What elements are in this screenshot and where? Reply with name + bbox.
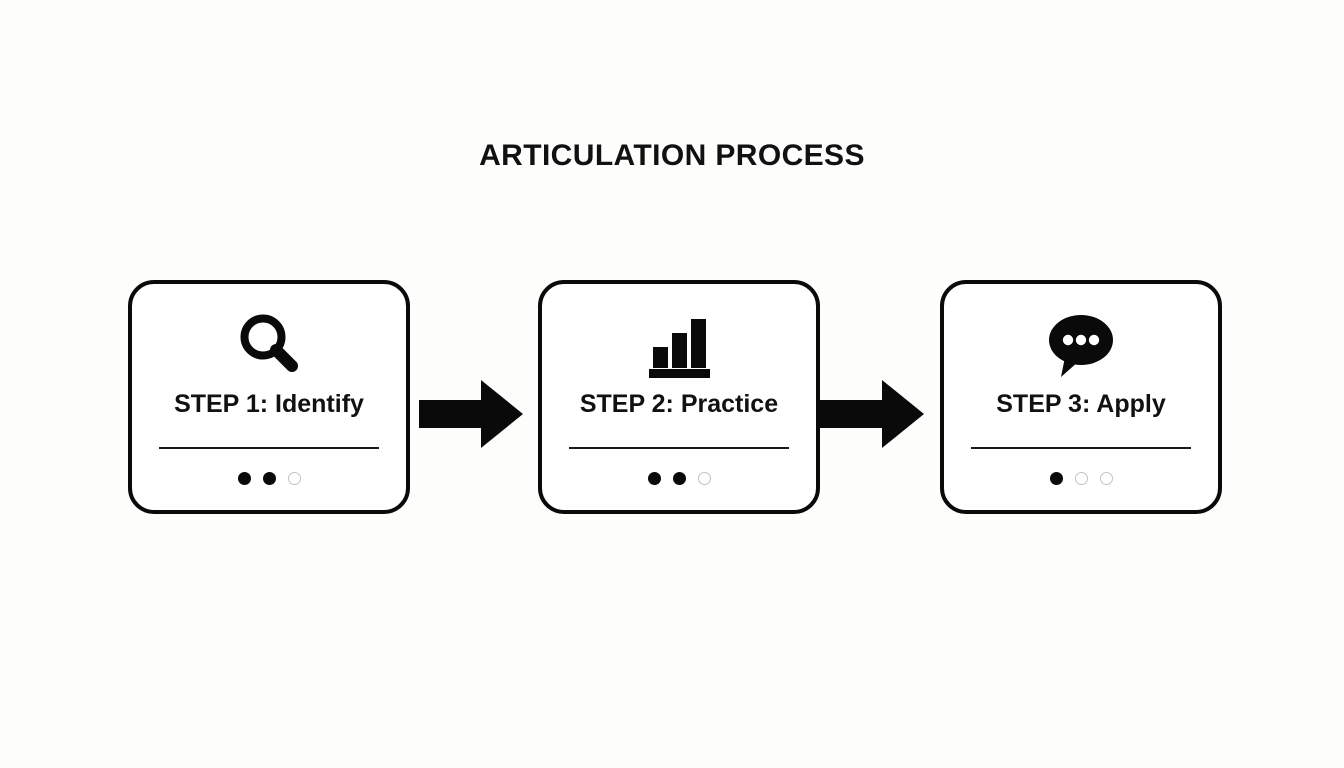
step-card-2-label: STEP 2: Practice [579,390,779,418]
magnifying-glass-icon [132,306,406,384]
progress-dot[interactable] [262,472,276,485]
progress-dot[interactable] [1049,472,1063,485]
arrow-right-icon [820,378,926,450]
step-card-3-label: STEP 3: Apply [996,390,1166,418]
progress-dot[interactable] [1099,472,1113,485]
step-card-1-divider [159,447,379,449]
step-card-3-divider [971,447,1191,449]
process-flow: STEP 1: Identify [128,280,1228,518]
progress-dot[interactable] [237,472,251,485]
bar-chart-icon [542,306,816,384]
progress-dot[interactable] [1074,472,1088,485]
progress-dot[interactable] [647,472,661,485]
step-card-2-progress-dots [542,472,816,485]
step-card-2[interactable]: STEP 2: Practice [538,280,820,514]
arrow-right-icon [419,378,525,450]
step-card-1-label: STEP 1: Identify [174,390,364,418]
progress-dot[interactable] [697,472,711,485]
step-card-2-divider [569,447,789,449]
step-card-3-progress-dots [944,472,1218,485]
progress-dot[interactable] [287,472,301,485]
step-card-3[interactable]: STEP 3: Apply [940,280,1222,514]
speech-bubble-icon [944,306,1218,384]
step-card-1[interactable]: STEP 1: Identify [128,280,410,514]
progress-dot[interactable] [672,472,686,485]
page-title: ARTICULATION PROCESS [479,139,865,172]
step-card-1-progress-dots [132,472,406,485]
